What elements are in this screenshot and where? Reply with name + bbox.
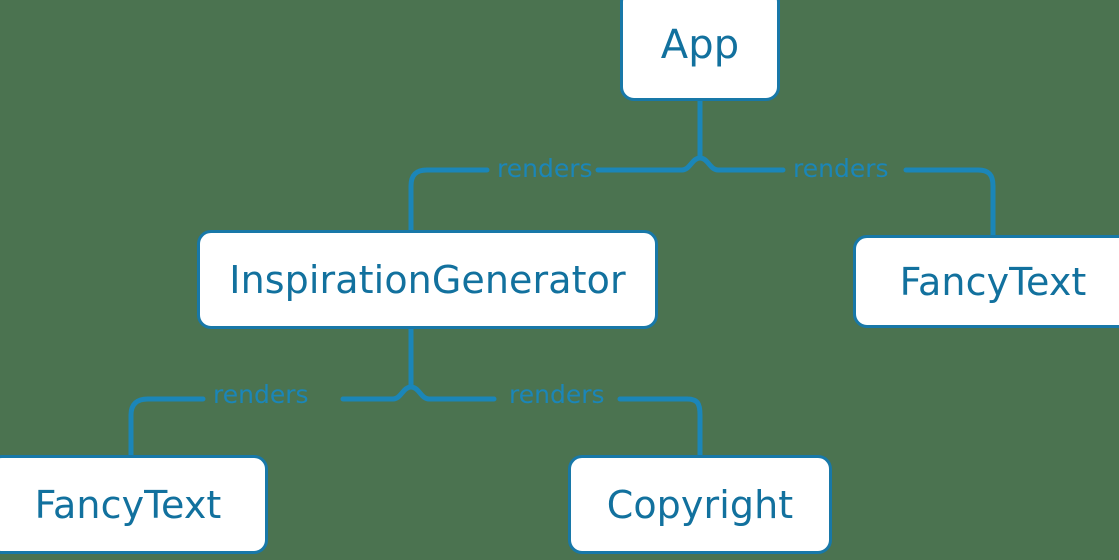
edge-label-inspiration-generator-to-fancytext-bottom: renders <box>213 380 309 409</box>
node-inspiration-generator[interactable]: InspirationGenerator <box>197 230 658 329</box>
edge-app-to-fancytext-right <box>697 155 996 238</box>
node-fancytext-right-label: FancyText <box>899 259 1087 304</box>
edge-label-app-to-inspiration-generator: renders <box>497 154 593 183</box>
edge-label-app-to-fancytext-right: renders <box>793 154 889 183</box>
node-app-label: App <box>660 21 740 68</box>
node-fancytext-bottom[interactable]: FancyText <box>0 455 268 554</box>
node-fancytext-right[interactable]: FancyText <box>853 235 1119 328</box>
node-copyright-label: Copyright <box>606 482 794 527</box>
node-fancytext-bottom-label: FancyText <box>34 482 222 527</box>
node-inspiration-generator-label: InspirationGenerator <box>229 257 626 302</box>
edge-label-inspiration-generator-to-copyright: renders <box>509 380 605 409</box>
node-copyright[interactable]: Copyright <box>568 455 832 554</box>
node-app[interactable]: App <box>620 0 780 101</box>
edge-inspiration-to-copyright <box>408 384 703 458</box>
